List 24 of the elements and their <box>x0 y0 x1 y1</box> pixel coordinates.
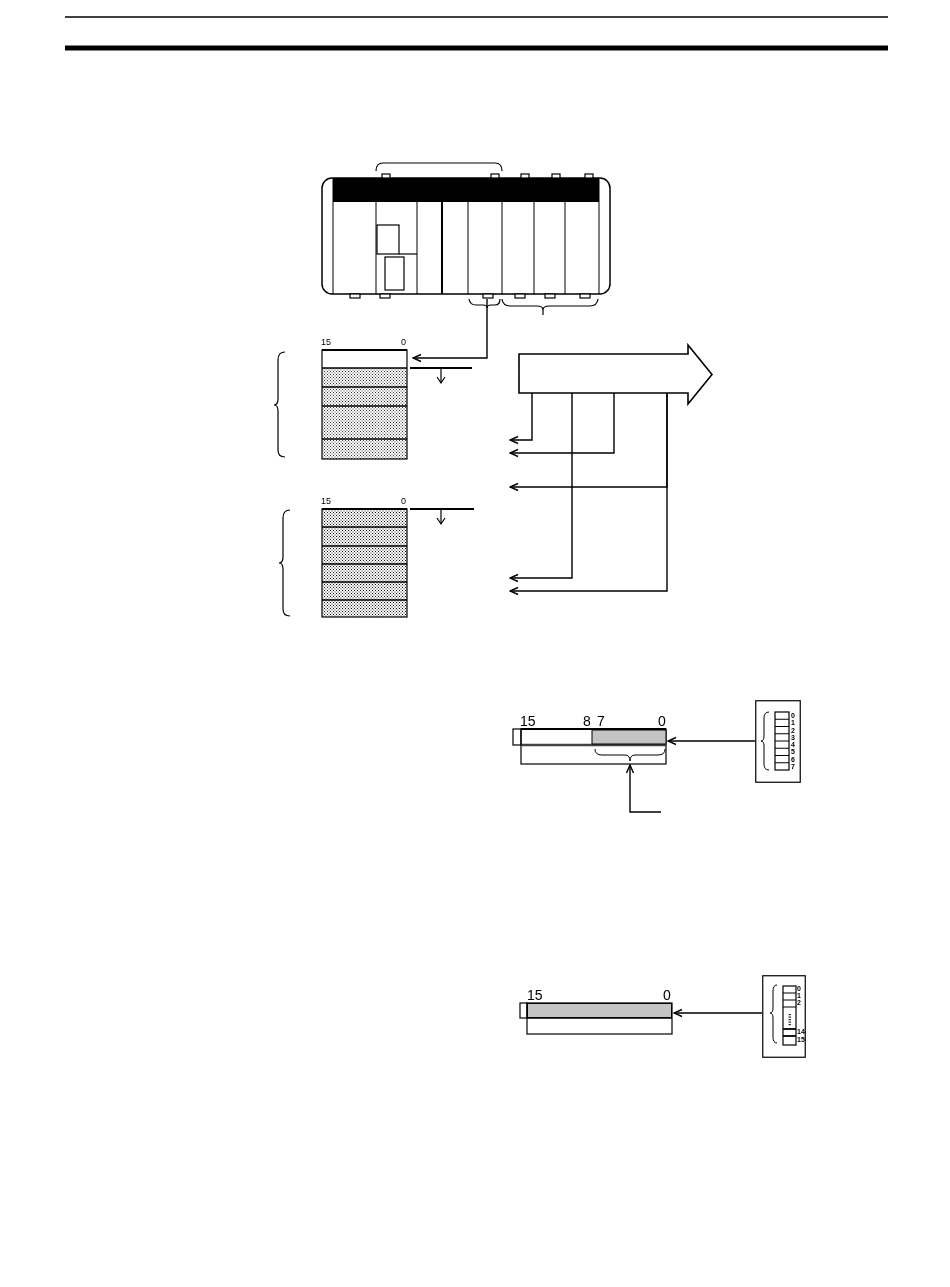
bit-number: 15 <box>321 338 331 347</box>
bit-number: 7 <box>597 714 605 728</box>
bit-number: 15 <box>520 714 536 728</box>
arrow <box>412 298 488 363</box>
bit-number: 0 <box>658 714 666 728</box>
block-arrow <box>517 343 715 406</box>
arrow <box>509 392 668 596</box>
bit-number: 8 <box>583 714 591 728</box>
dip-switch <box>762 975 806 1058</box>
register-word <box>519 987 673 1035</box>
dip-switch <box>755 700 801 783</box>
bit-number: 0 <box>663 988 671 1002</box>
arrow <box>509 392 615 458</box>
arrow <box>509 392 573 583</box>
bit-number: 15 <box>321 497 331 506</box>
arrow <box>673 1008 763 1018</box>
arrow <box>625 764 662 813</box>
arrow <box>667 736 756 746</box>
bit-number: 0 <box>401 497 406 506</box>
arrow <box>509 392 533 445</box>
register-word <box>512 714 667 765</box>
bit-number: 15 <box>527 988 543 1002</box>
bit-number: 0 <box>401 338 406 347</box>
plc-rack-drawing <box>320 172 612 299</box>
